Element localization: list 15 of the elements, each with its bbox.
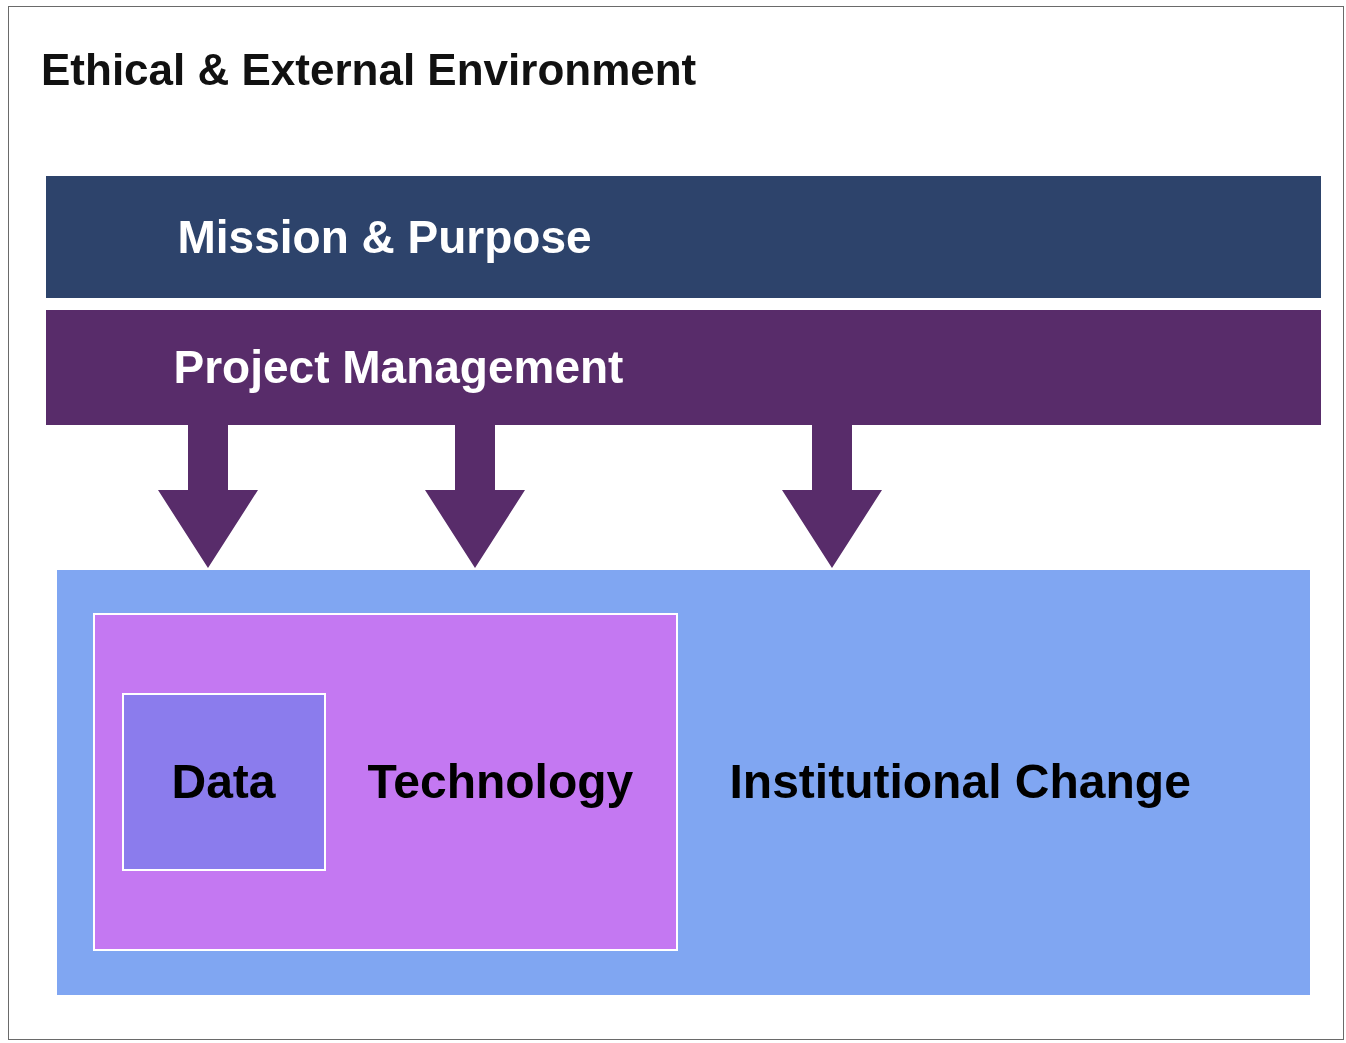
- area-box: [92, 612, 678, 951]
- node-label: Data: [170, 753, 277, 810]
- area-box: [121, 692, 326, 871]
- arrow: [158, 425, 258, 568]
- node-label: Mission & Purpose: [177, 210, 592, 263]
- banner-bar: [45, 175, 1321, 298]
- environment-frame: [8, 6, 1344, 1040]
- area-box: [56, 569, 1310, 995]
- node-label: Institutional Change: [729, 754, 1191, 810]
- node-label: Project Management: [173, 340, 624, 394]
- node-label: Technology: [367, 753, 634, 810]
- title: Ethical & External Environment: [41, 45, 697, 96]
- arrow: [425, 425, 525, 568]
- arrow: [782, 425, 882, 568]
- banner-bar: [45, 309, 1321, 425]
